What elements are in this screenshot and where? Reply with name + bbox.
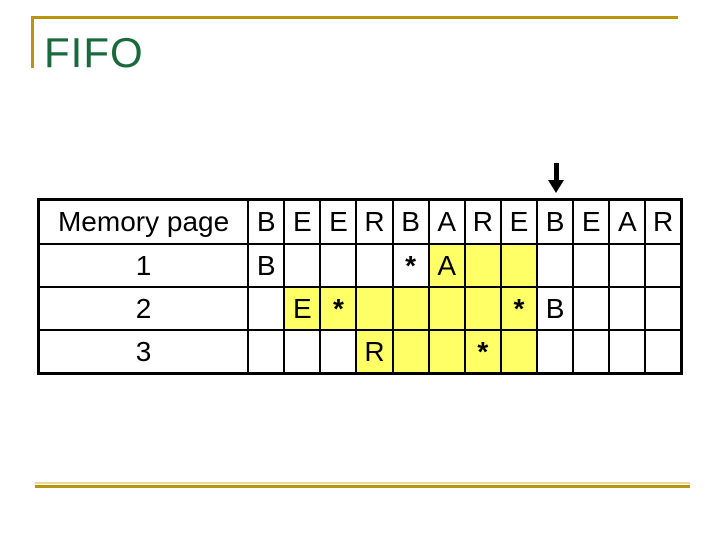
- reference-letter: B: [391, 198, 430, 245]
- table-cell: [644, 329, 683, 375]
- table-cell: *: [391, 243, 430, 288]
- table-cell: *: [319, 286, 358, 331]
- table-cell: [247, 329, 286, 375]
- table-cell: [463, 286, 502, 331]
- row-label: 2: [37, 286, 250, 331]
- bottom-accent-line-dark: [35, 485, 690, 488]
- table-cell: [536, 329, 575, 375]
- reference-letter: E: [319, 198, 358, 245]
- table-cell: [608, 286, 647, 331]
- table-cell: [391, 329, 430, 375]
- table-cell: B: [247, 243, 286, 288]
- reference-letter: A: [608, 198, 647, 245]
- table-cell: [427, 329, 466, 375]
- table-cell: B: [536, 286, 575, 331]
- reference-letter: E: [283, 198, 322, 245]
- table-cell: [572, 286, 611, 331]
- top-accent-line: [33, 16, 678, 19]
- page-title: FIFO: [44, 29, 144, 76]
- bottom-accent-line-light: [35, 482, 690, 484]
- reference-letter: B: [247, 198, 286, 245]
- table-cell: [572, 329, 611, 375]
- table-cell: [319, 329, 358, 375]
- table-cell: [572, 243, 611, 288]
- table-cell: A: [427, 243, 466, 288]
- memory-page-header: Memory page: [37, 198, 250, 245]
- reference-letter: R: [463, 198, 502, 245]
- table-cell: [319, 243, 358, 288]
- reference-letter: E: [572, 198, 611, 245]
- reference-letter: R: [644, 198, 683, 245]
- down-arrow-shaft: [554, 163, 559, 181]
- reference-letter: E: [499, 198, 539, 245]
- table-row: 3 R *: [37, 329, 683, 375]
- table-cell: [427, 286, 466, 331]
- down-arrow-head: [548, 180, 564, 193]
- left-accent-line: [31, 16, 34, 68]
- table-cell: [355, 243, 394, 288]
- table-cell: [283, 243, 322, 288]
- table-cell: [536, 243, 575, 288]
- table-cell: [247, 286, 286, 331]
- row-label: 1: [37, 243, 250, 288]
- table-cell: [499, 329, 539, 375]
- table-cell: [355, 286, 394, 331]
- down-arrow-icon: [548, 163, 565, 193]
- table-cell: [644, 243, 683, 288]
- table-cell: *: [463, 329, 502, 375]
- table-cell: [608, 329, 647, 375]
- table-cell: [644, 286, 683, 331]
- reference-letter: A: [427, 198, 466, 245]
- table-cell: E: [283, 286, 322, 331]
- reference-letter: B: [536, 198, 575, 245]
- table-cell: [463, 243, 502, 288]
- table-cell: [283, 329, 322, 375]
- table-cell: *: [499, 286, 539, 331]
- table-cell: [499, 243, 539, 288]
- table-cell: [608, 243, 647, 288]
- row-label: 3: [37, 329, 250, 375]
- table-cell: R: [355, 329, 394, 375]
- table-cell: [391, 286, 430, 331]
- reference-letter: R: [355, 198, 394, 245]
